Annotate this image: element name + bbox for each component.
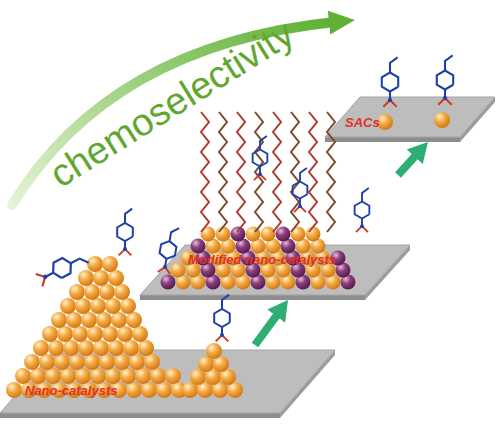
metal-atom bbox=[81, 312, 97, 328]
metal-atom bbox=[69, 284, 85, 300]
metal-atom bbox=[24, 354, 40, 370]
metal-atom bbox=[201, 227, 216, 242]
nitrostyrene bbox=[35, 248, 89, 288]
metal-atom bbox=[276, 227, 291, 242]
metal-atom bbox=[72, 326, 88, 342]
metal-atom bbox=[93, 270, 109, 286]
metal-atom bbox=[261, 227, 276, 242]
metal-atom bbox=[57, 326, 73, 342]
nitrostyrene bbox=[253, 136, 268, 180]
nitrostyrene bbox=[355, 188, 370, 232]
metal-atom bbox=[231, 227, 246, 242]
metal-atom bbox=[102, 326, 118, 342]
metal-atom bbox=[78, 270, 94, 286]
catalyst-surface: Nano-catalysts bbox=[0, 345, 335, 418]
metal-atom bbox=[99, 284, 115, 300]
nitrostyrene bbox=[117, 209, 133, 256]
metal-atom bbox=[111, 312, 127, 328]
catalyst-surface: Modified nano-catalysts bbox=[140, 175, 410, 300]
metal-atom bbox=[60, 298, 76, 314]
metal-atom bbox=[291, 227, 306, 242]
metal-atom bbox=[84, 284, 100, 300]
surface-label: Modified nano-catalysts bbox=[188, 252, 336, 267]
trend-label: chemoselectivity bbox=[42, 12, 301, 196]
nitrostyrene bbox=[293, 168, 308, 212]
metal-atom bbox=[126, 312, 142, 328]
metal-atom bbox=[90, 298, 106, 314]
metal-atom bbox=[42, 326, 58, 342]
metal-atom bbox=[96, 312, 112, 328]
catalyst-surface: SACs bbox=[325, 95, 495, 142]
metal-atom bbox=[216, 227, 231, 242]
metal-atom bbox=[306, 227, 321, 242]
metal-atom bbox=[33, 340, 49, 356]
metal-atom bbox=[105, 298, 121, 314]
alkyl-chain bbox=[255, 112, 263, 232]
alkyl-chains bbox=[201, 112, 335, 232]
process-arrow bbox=[398, 154, 417, 175]
alkyl-chain bbox=[219, 112, 227, 232]
nitrostyrene bbox=[214, 295, 230, 342]
metal-atom bbox=[120, 298, 136, 314]
metal-atom bbox=[102, 256, 118, 272]
metal-atom bbox=[66, 312, 82, 328]
metal-atom bbox=[87, 256, 103, 272]
alkyl-chain bbox=[237, 112, 245, 232]
alkyl-chain bbox=[201, 112, 209, 232]
metal-atom bbox=[75, 298, 91, 314]
surface-label: SACs bbox=[345, 115, 380, 130]
metal-atom bbox=[117, 326, 133, 342]
metal-atom bbox=[51, 312, 67, 328]
alkyl-chain bbox=[291, 112, 299, 232]
metal-atom bbox=[114, 284, 130, 300]
metal-atom bbox=[132, 326, 148, 342]
alkyl-chain bbox=[273, 112, 281, 232]
support-slab bbox=[140, 175, 410, 306]
process-arrow bbox=[255, 313, 279, 345]
metal-atom bbox=[87, 326, 103, 342]
surface-label: Nano-catalysts bbox=[25, 383, 117, 398]
alkyl-chain bbox=[309, 112, 317, 232]
metal-atom bbox=[246, 227, 261, 242]
metal-atom bbox=[108, 270, 124, 286]
